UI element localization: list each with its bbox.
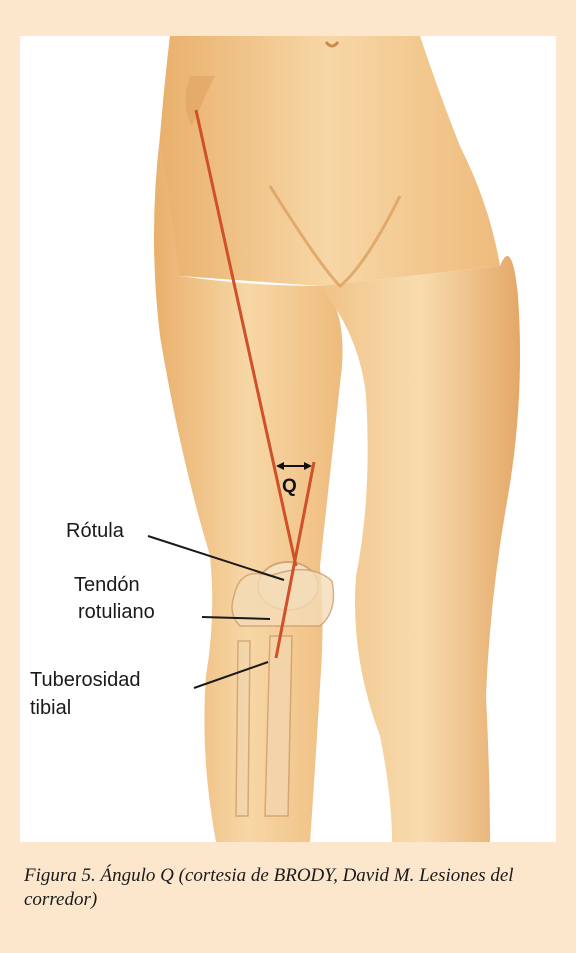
- pelvis-shape: [159, 36, 500, 286]
- patella-label: Rótula: [66, 519, 124, 543]
- q-angle-illustration: [20, 36, 556, 842]
- diagram-frame: Q Rótula Tendón rotuliano Tuberosidad ti…: [20, 36, 556, 842]
- fibula-shape: [236, 641, 250, 816]
- tendon-label-line-1: Tendón: [74, 573, 140, 597]
- q-angle-label: Q: [282, 476, 297, 498]
- tibia-shape: [265, 636, 292, 816]
- right-leg-shape: [320, 256, 520, 842]
- tendon-label-line-2: rotuliano: [78, 600, 155, 624]
- tuberosity-label-line-1: Tuberosidad: [30, 668, 140, 692]
- tuberosity-label-line-2: tibial: [30, 696, 71, 720]
- figure-caption: Figura 5. Ángulo Q (cortesia de BRODY, D…: [24, 864, 544, 912]
